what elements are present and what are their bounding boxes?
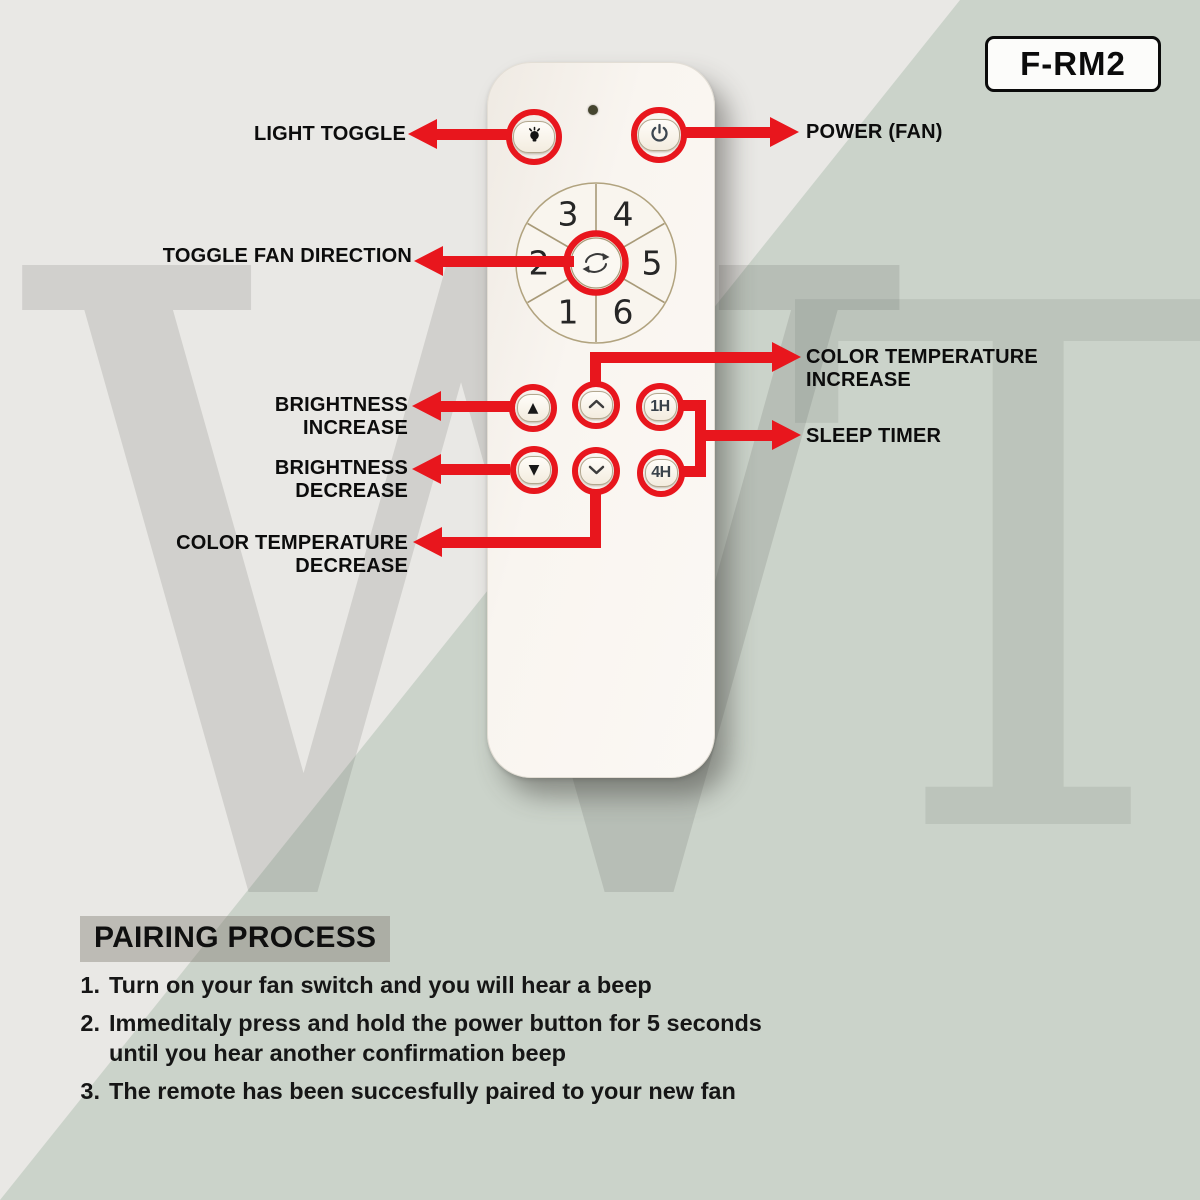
brightness-increase-button: ▲ <box>516 394 550 422</box>
label-color-temperature-decrease: COLOR TEMPERATURE DECREASE <box>176 532 408 577</box>
label-sleep-timer: SLEEP TIMER <box>806 425 942 447</box>
connector-1h <box>682 400 704 411</box>
arrow-line-power <box>686 127 772 138</box>
dial-number: 3 <box>557 194 579 234</box>
arrowhead-colortemp-increase <box>772 342 801 372</box>
remote-illustration: 3 4 2 5 1 6 ▲ 1H <box>487 62 715 778</box>
label-color-temperature-increase: COLOR TEMPERATURE INCREASE <box>806 346 1038 391</box>
annotation-ring-1h: 1H <box>636 383 684 431</box>
dial-number: 5 <box>641 243 663 283</box>
light-toggle-button <box>513 121 555 153</box>
pairing-heading: PAIRING PROCESS <box>80 916 391 962</box>
arrowhead-power <box>770 117 799 147</box>
timer-4h-label: 4H <box>651 464 671 481</box>
dial-number: 1 <box>557 292 579 332</box>
pairing-steps: 1. Turn on your fan switch and you will … <box>70 970 762 1114</box>
arrowhead-fan-direction <box>414 246 443 276</box>
color-temp-increase-button <box>579 391 613 419</box>
arrow-line-colortemp-increase <box>590 352 774 363</box>
fan-direction-cycle-icon <box>582 253 610 273</box>
arrowhead-light-toggle <box>408 119 437 149</box>
arrow-line-brightness-decrease <box>440 464 510 475</box>
dial-number: 6 <box>612 292 634 332</box>
annotation-ring-power <box>631 107 687 163</box>
label-brightness-increase: BRIGHTNESS INCREASE <box>274 394 408 439</box>
label-power-fan: POWER (FAN) <box>806 121 943 143</box>
sleep-timer-1h-button: 1H <box>643 393 677 421</box>
color-temp-decrease-button <box>579 457 613 485</box>
pairing-step: 3. The remote has been succesfully paire… <box>80 1078 736 1104</box>
watermark-letter-w: W <box>18 94 902 1095</box>
label-light-toggle: LIGHT TOGGLE <box>253 123 406 145</box>
dial-number: 4 <box>612 194 634 234</box>
power-fan-button <box>638 119 680 151</box>
bulb-icon <box>525 125 544 149</box>
connector-colortemp-increase <box>590 352 601 384</box>
arrow-line-fan-direction <box>442 256 574 267</box>
annotation-ring-brightness-up: ▲ <box>509 384 557 432</box>
arrow-line-brightness-increase <box>440 401 510 412</box>
sleep-timer-4h-button: 4H <box>644 459 678 487</box>
arrowhead-colortemp-decrease <box>413 527 442 557</box>
arrow-line-colortemp-decrease <box>441 537 601 548</box>
annotation-ring-4h: 4H <box>637 449 685 497</box>
power-icon <box>649 122 670 148</box>
pairing-step: 1. Turn on your fan switch and you will … <box>80 972 652 998</box>
arrowhead-brightness-increase <box>412 391 441 421</box>
arrow-line-sleep-timer <box>699 430 774 441</box>
triangle-down-icon: ▼ <box>528 462 540 478</box>
led-indicator-dot <box>588 105 598 115</box>
arrow-line-light-toggle <box>436 129 510 140</box>
triangle-up-icon: ▲ <box>527 400 539 416</box>
annotation-ring-light <box>506 109 562 165</box>
chevron-up-icon <box>588 396 605 414</box>
fan-speed-dial <box>515 182 677 344</box>
arrowhead-sleep-timer <box>772 420 801 450</box>
connector-colortemp-decrease <box>590 493 601 543</box>
annotation-ring-brightness-down: ▼ <box>510 446 558 494</box>
timer-1h-label: 1H <box>650 398 670 415</box>
annotation-ring-colortemp-down <box>572 447 620 495</box>
connector-4h <box>683 466 705 477</box>
brightness-decrease-button: ▼ <box>517 456 551 484</box>
watermark-letter-t: T <box>788 156 1200 994</box>
annotation-ring-colortemp-up <box>572 381 620 429</box>
chevron-down-icon <box>588 462 605 480</box>
pairing-step: 2. Immeditaly press and hold the power b… <box>80 1010 762 1066</box>
label-toggle-fan-direction: TOGGLE FAN DIRECTION <box>162 245 412 267</box>
arrowhead-brightness-decrease <box>412 454 441 484</box>
label-brightness-decrease: BRIGHTNESS DECREASE <box>274 457 408 502</box>
model-badge: F-RM2 <box>985 36 1161 92</box>
